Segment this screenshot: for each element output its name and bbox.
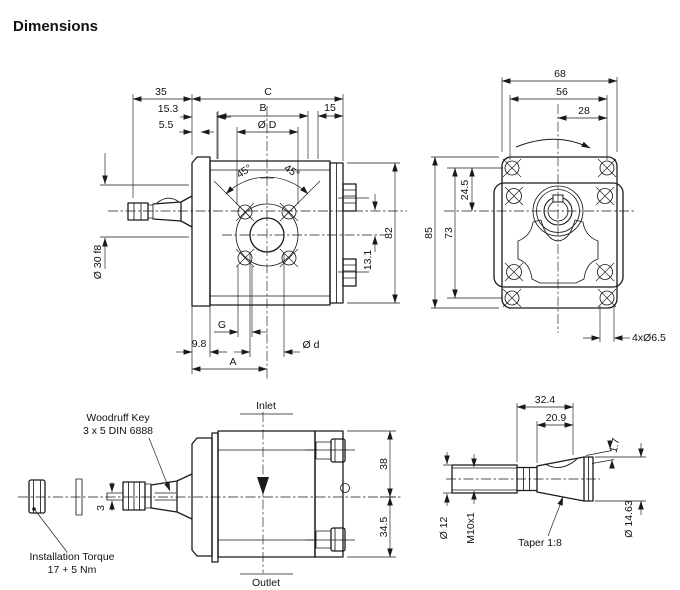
dim-G: G <box>218 319 226 331</box>
mounting-flange <box>191 156 211 307</box>
dim-13-1: 13.1 <box>362 250 374 271</box>
rotation-direction-arrow <box>515 138 591 149</box>
body-behind-flange <box>493 182 624 288</box>
angle-arc <box>225 176 309 195</box>
woodruff-key-label-2: 3 x 5 DIN 6888 <box>83 425 153 437</box>
threaded-end <box>451 464 518 494</box>
loose-washer <box>75 478 83 516</box>
loose-nut <box>28 479 46 514</box>
dim-15: 15 <box>324 102 336 114</box>
inlet-label: Inlet <box>256 400 276 412</box>
bolt-circle <box>235 203 299 267</box>
cover-bolt-bottom <box>305 527 355 552</box>
pump-body <box>209 160 331 306</box>
dim-M10x1: M10x1 <box>465 512 477 544</box>
dim-O12: Ø 12 <box>438 516 450 539</box>
dim-20-9: 20.9 <box>546 412 567 424</box>
dim-5-5: 5.5 <box>159 119 174 131</box>
dim-1-7: 1.7 <box>608 437 623 454</box>
drive-shaft <box>152 195 193 228</box>
shaft-taper-top <box>150 473 193 520</box>
dim-73: 73 <box>443 227 455 239</box>
flange-corner-holes <box>502 158 617 308</box>
keyseat-pocket <box>544 458 578 468</box>
outlet-label: Outlet <box>252 577 280 589</box>
dim-28: 28 <box>578 105 590 117</box>
shaft-washer-top <box>144 483 152 509</box>
dim-24-5: 24.5 <box>459 180 471 201</box>
cover-top-view <box>314 430 344 558</box>
dim-38: 38 <box>378 458 390 470</box>
bottom-port-boss <box>342 258 357 287</box>
key-slot-lines <box>154 492 177 501</box>
side-view: 45° 45° 35 C B 15 15.3 Ø D 5.5 Ø 30 f8 8… <box>92 86 407 380</box>
dim-56: 56 <box>556 86 568 98</box>
dim-OD: Ø D <box>258 119 277 131</box>
torque-label-2: 17 + 5 Nm <box>48 564 97 576</box>
taper-label: Taper 1:8 <box>518 537 562 549</box>
torque-leader <box>34 509 68 553</box>
flange-plate <box>501 156 618 309</box>
taper-leader <box>547 496 564 537</box>
dim-15-3: 15.3 <box>158 103 179 115</box>
inner-bolt-holes <box>504 186 615 282</box>
torque-label-1: Installation Torque <box>29 551 114 563</box>
dim-34-5: 34.5 <box>378 517 390 538</box>
dim-A: A <box>229 356 236 368</box>
taper-section <box>536 456 585 502</box>
dim-35: 35 <box>155 86 167 98</box>
dim-B: B <box>259 102 266 114</box>
dim-68: 68 <box>554 68 566 80</box>
dim-C: C <box>264 86 272 98</box>
dim-85: 85 <box>423 227 435 239</box>
dim-82: 82 <box>383 227 395 239</box>
top-view: Inlet Outlet 3 <box>18 400 402 589</box>
dim-3: 3 <box>95 505 107 511</box>
shaft-neck <box>516 464 538 494</box>
dim-9-8: 9.8 <box>192 338 207 350</box>
flow-direction-arrow <box>257 477 269 495</box>
dim-45-left: 45° <box>234 162 254 181</box>
woodruff-key-label-1: Woodruff Key <box>86 412 150 424</box>
woodruff-leader <box>148 437 171 492</box>
dowel-pin <box>340 483 350 493</box>
dim-4x6-5: 4xØ6.5 <box>632 332 666 344</box>
shaft-nut <box>127 202 149 221</box>
dim-30f8: Ø 30 f8 <box>92 245 104 280</box>
front-plate <box>211 432 219 563</box>
dim-45-right: 45° <box>282 162 302 181</box>
dim-O14-63: Ø 14.63 <box>623 500 635 538</box>
dim-32-4: 32.4 <box>535 394 556 406</box>
woodruff-key-profile <box>156 197 180 204</box>
washer <box>147 204 154 219</box>
leader-dot <box>32 507 36 511</box>
front-view: 68 56 28 85 73 24.5 4xØ6.5 <box>423 68 666 344</box>
top-port-boss <box>342 183 357 212</box>
dim-Od: Ø d <box>303 339 320 351</box>
page-title: Dimensions <box>13 18 99 35</box>
center-port-circle <box>249 217 285 253</box>
cover-bolt-top <box>305 438 355 463</box>
shaft-stud <box>106 492 124 501</box>
pump-body-contour <box>517 219 599 284</box>
shaft-detail: 32.4 20.9 1.7 Ø 12 M10x1 Taper 1:8 Ø 14.… <box>438 394 646 549</box>
